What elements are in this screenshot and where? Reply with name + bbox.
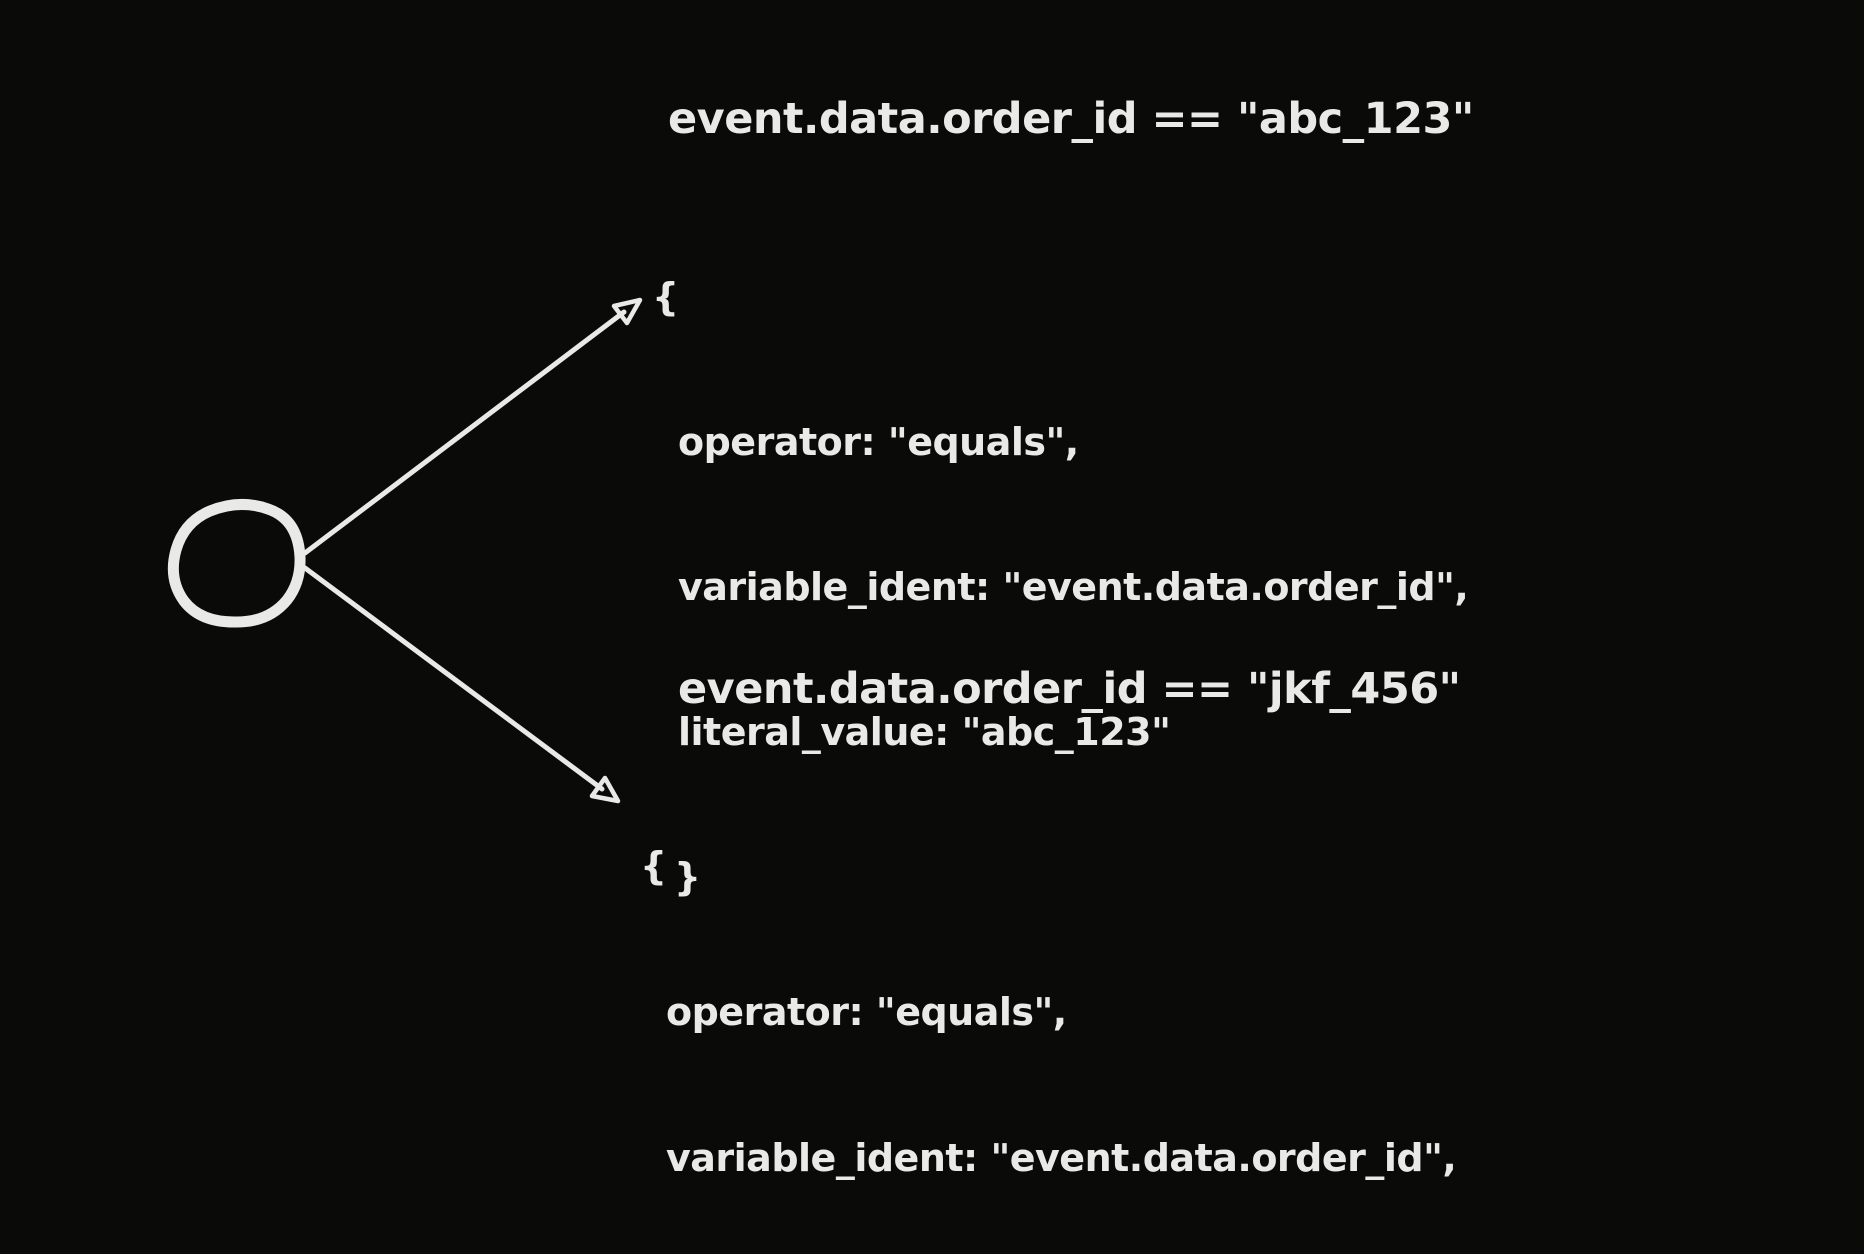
code-line-variable-ident: variable_ident: "event.data.order_id", (678, 565, 1469, 609)
condition-json-abc[interactable]: { operator: "equals", variable_ident: "e… (652, 181, 1469, 994)
arrow-to-abc-branch-head-icon (611, 297, 643, 326)
condition-json-jkf[interactable]: { operator: "equals", variable_ident: "e… (640, 749, 1457, 1254)
code-line-operator: operator: "equals", (666, 990, 1067, 1034)
code-line-open-brace: { (640, 844, 667, 888)
code-line-close-brace: } (674, 855, 701, 899)
code-line-open-brace: { (652, 275, 679, 319)
arrow-to-jkf-branch-head-icon (589, 775, 621, 804)
code-line-variable-ident: variable_ident: "event.data.order_id", (666, 1136, 1457, 1180)
arrow-to-abc-branch[interactable] (302, 309, 627, 556)
branch-node-circle-icon[interactable] (167, 499, 306, 628)
arrow-to-jkf-branch[interactable] (302, 565, 605, 792)
condition-expression-abc[interactable]: event.data.order_id == "abc_123" (668, 94, 1474, 144)
condition-expression-jkf[interactable]: event.data.order_id == "jkf_456" (678, 664, 1461, 714)
code-line-literal-value: literal_value: "abc_123" (678, 710, 1171, 754)
code-line-operator: operator: "equals", (678, 420, 1079, 464)
